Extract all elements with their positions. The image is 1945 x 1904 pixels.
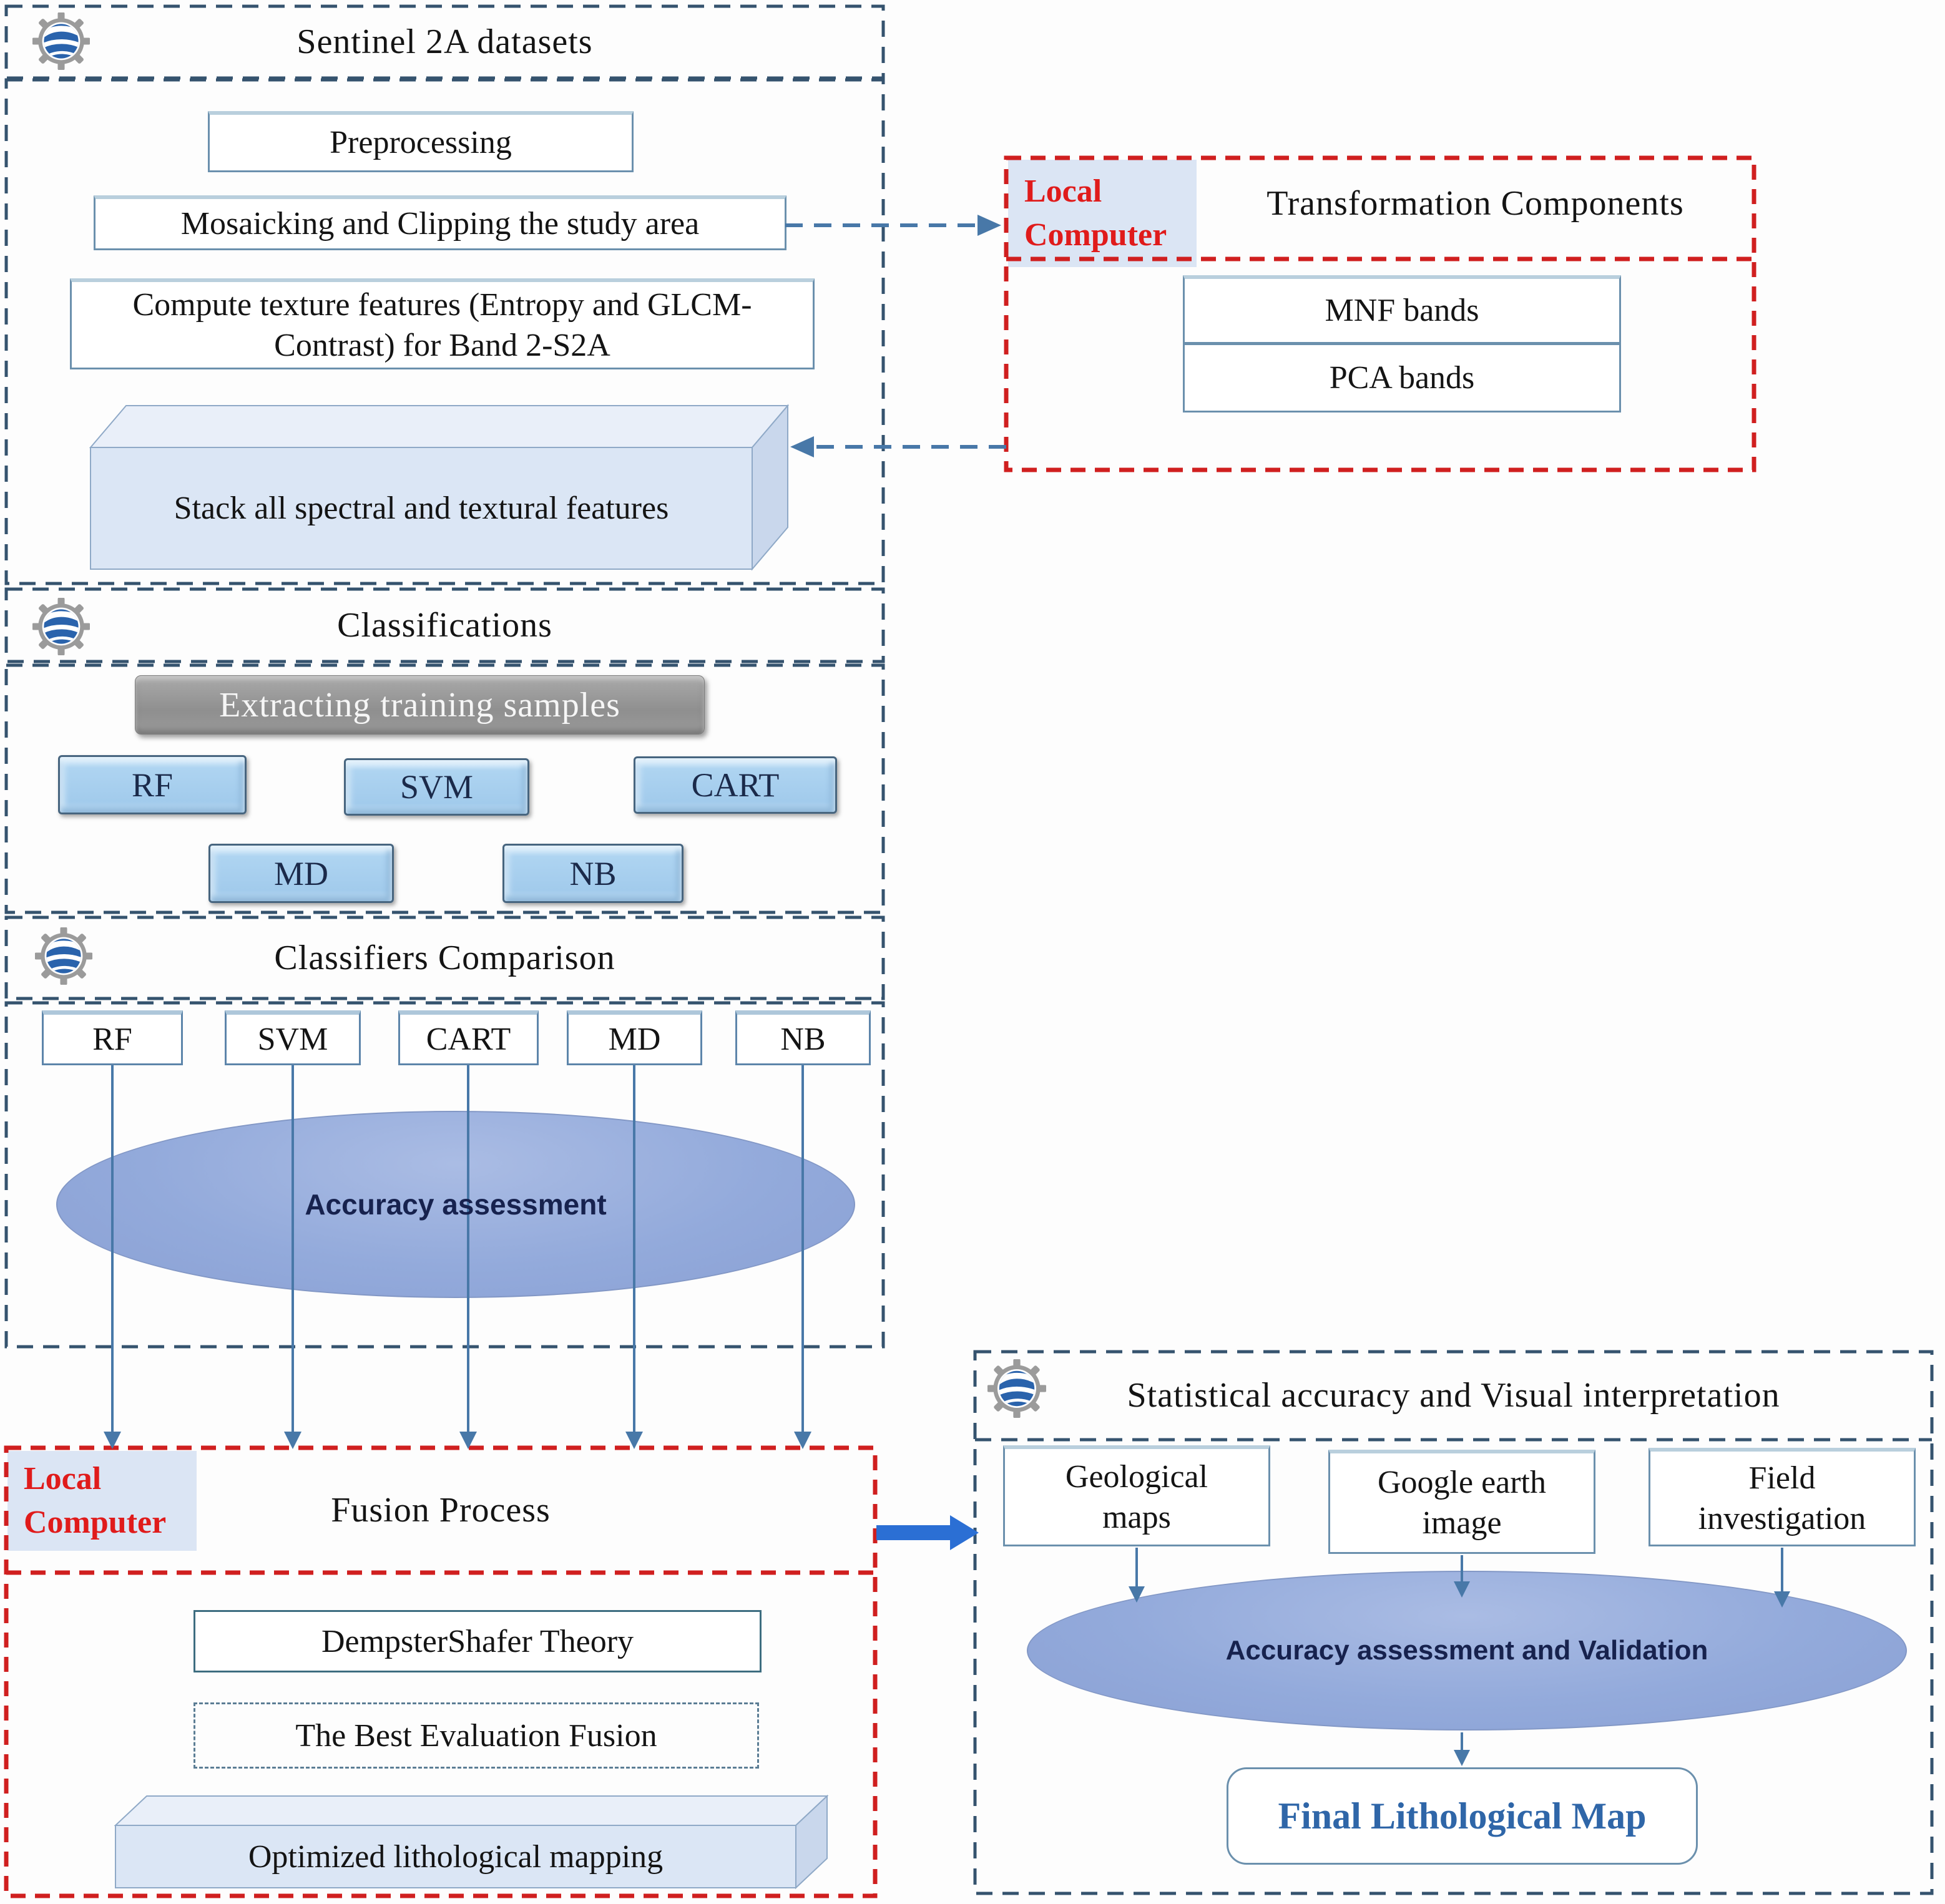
- box-mnf-bands: MNF bands: [1183, 275, 1621, 344]
- box-compute-texture-label: Compute texture features (Entropy and GL…: [132, 286, 752, 363]
- box-pca-bands: PCA bands: [1183, 344, 1621, 413]
- section-title-classifications: Classifications: [337, 606, 552, 645]
- section-title-sentinel: Sentinel 2A datasets: [296, 22, 593, 61]
- button-extracting-samples-label: Extracting training samples: [219, 685, 620, 725]
- section-title-transformation: Transformation Components: [1266, 184, 1684, 223]
- accuracy-validation-label: Accuracy assessment and Validation: [1225, 1635, 1708, 1666]
- section-title-validation: Statistical accuracy and Visual interpre…: [1127, 1376, 1780, 1415]
- arrowhead-down-icon: [794, 1432, 811, 1449]
- compare-box-nb: NB: [735, 1010, 871, 1065]
- section-title-comparison: Classifiers Comparison: [274, 939, 615, 977]
- stack-cube-top: [89, 405, 790, 448]
- box-google-earth-image-label: Google earth image: [1377, 1465, 1546, 1541]
- button-nb-label: NB: [569, 854, 617, 892]
- label-local-computer-transformation: Local Computer: [1008, 160, 1197, 267]
- box-dempster-shafer-label: DempsterShafer Theory: [321, 1623, 634, 1659]
- box-geological-maps-label: Geological maps: [1065, 1458, 1208, 1535]
- optimized-cube-side: [795, 1794, 828, 1890]
- button-rf: RF: [58, 755, 247, 814]
- button-md-label: MD: [273, 854, 328, 892]
- box-mosaicking-label: Mosaicking and Clipping the study area: [180, 206, 700, 242]
- box-dempster-shafer: DempsterShafer Theory: [194, 1610, 762, 1672]
- stack-cube-side: [752, 404, 788, 571]
- box-geological-maps: Geological maps: [1003, 1445, 1270, 1546]
- box-field-investigation: Field investigation: [1649, 1448, 1916, 1546]
- button-extracting-samples: Extracting training samples: [135, 675, 705, 735]
- compare-box-svm: SVM: [225, 1010, 361, 1065]
- arrowhead-left-icon: [790, 436, 814, 457]
- arrowhead-down-icon: [104, 1432, 121, 1449]
- button-svm: SVM: [344, 758, 529, 816]
- button-rf-label: RF: [131, 766, 174, 804]
- button-cart: CART: [634, 756, 837, 814]
- compare-box-cart-label: CART: [426, 1021, 511, 1057]
- box-optimized-mapping: Optimized lithological mapping: [248, 1838, 664, 1875]
- arrowhead-down-icon: [284, 1432, 301, 1449]
- box-mnf-bands-label: MNF bands: [1325, 293, 1479, 328]
- box-final-lithological-map-label: Final Lithological Map: [1278, 1795, 1647, 1837]
- box-google-earth-image: Google earth image: [1328, 1450, 1595, 1554]
- button-svm-label: SVM: [399, 768, 474, 806]
- button-md: MD: [208, 844, 394, 903]
- compare-box-rf: RF: [42, 1010, 183, 1065]
- accuracy-assessment-label: Accuracy assessment: [305, 1188, 607, 1221]
- box-best-evaluation-fusion: The Best Evaluation Fusion: [194, 1702, 759, 1769]
- box-compute-texture: Compute texture features (Entropy and GL…: [70, 278, 815, 369]
- button-nb: NB: [502, 844, 683, 903]
- box-pca-bands-label: PCA bands: [1329, 360, 1475, 396]
- compare-box-md-label: MD: [608, 1021, 661, 1057]
- box-field-investigation-label: Field investigation: [1698, 1460, 1866, 1536]
- compare-box-rf-label: RF: [92, 1021, 132, 1057]
- compare-box-md: MD: [567, 1010, 702, 1065]
- compare-box-cart: CART: [398, 1010, 539, 1065]
- arrowhead-down-icon: [459, 1432, 477, 1449]
- box-preprocessing: Preprocessing: [208, 111, 634, 172]
- arrowhead-down-icon: [625, 1432, 643, 1449]
- box-mosaicking: Mosaicking and Clipping the study area: [94, 195, 786, 250]
- box-final-lithological-map: Final Lithological Map: [1227, 1767, 1698, 1865]
- optimized-cube-top: [114, 1795, 829, 1826]
- compare-box-nb-label: NB: [780, 1021, 826, 1057]
- section-title-fusion: Fusion Process: [331, 1491, 551, 1530]
- button-cart-label: CART: [691, 766, 780, 804]
- box-best-evaluation-label: The Best Evaluation Fusion: [295, 1717, 657, 1754]
- arrowhead-right-icon: [977, 215, 1001, 236]
- thick-arrow-fusion-to-validation: [876, 1515, 979, 1550]
- arrowhead-down-icon: [1454, 1750, 1470, 1766]
- compare-box-svm-label: SVM: [257, 1021, 328, 1057]
- box-stack-features: Stack all spectral and textural features: [174, 491, 669, 526]
- box-preprocessing-label: Preprocessing: [330, 125, 512, 160]
